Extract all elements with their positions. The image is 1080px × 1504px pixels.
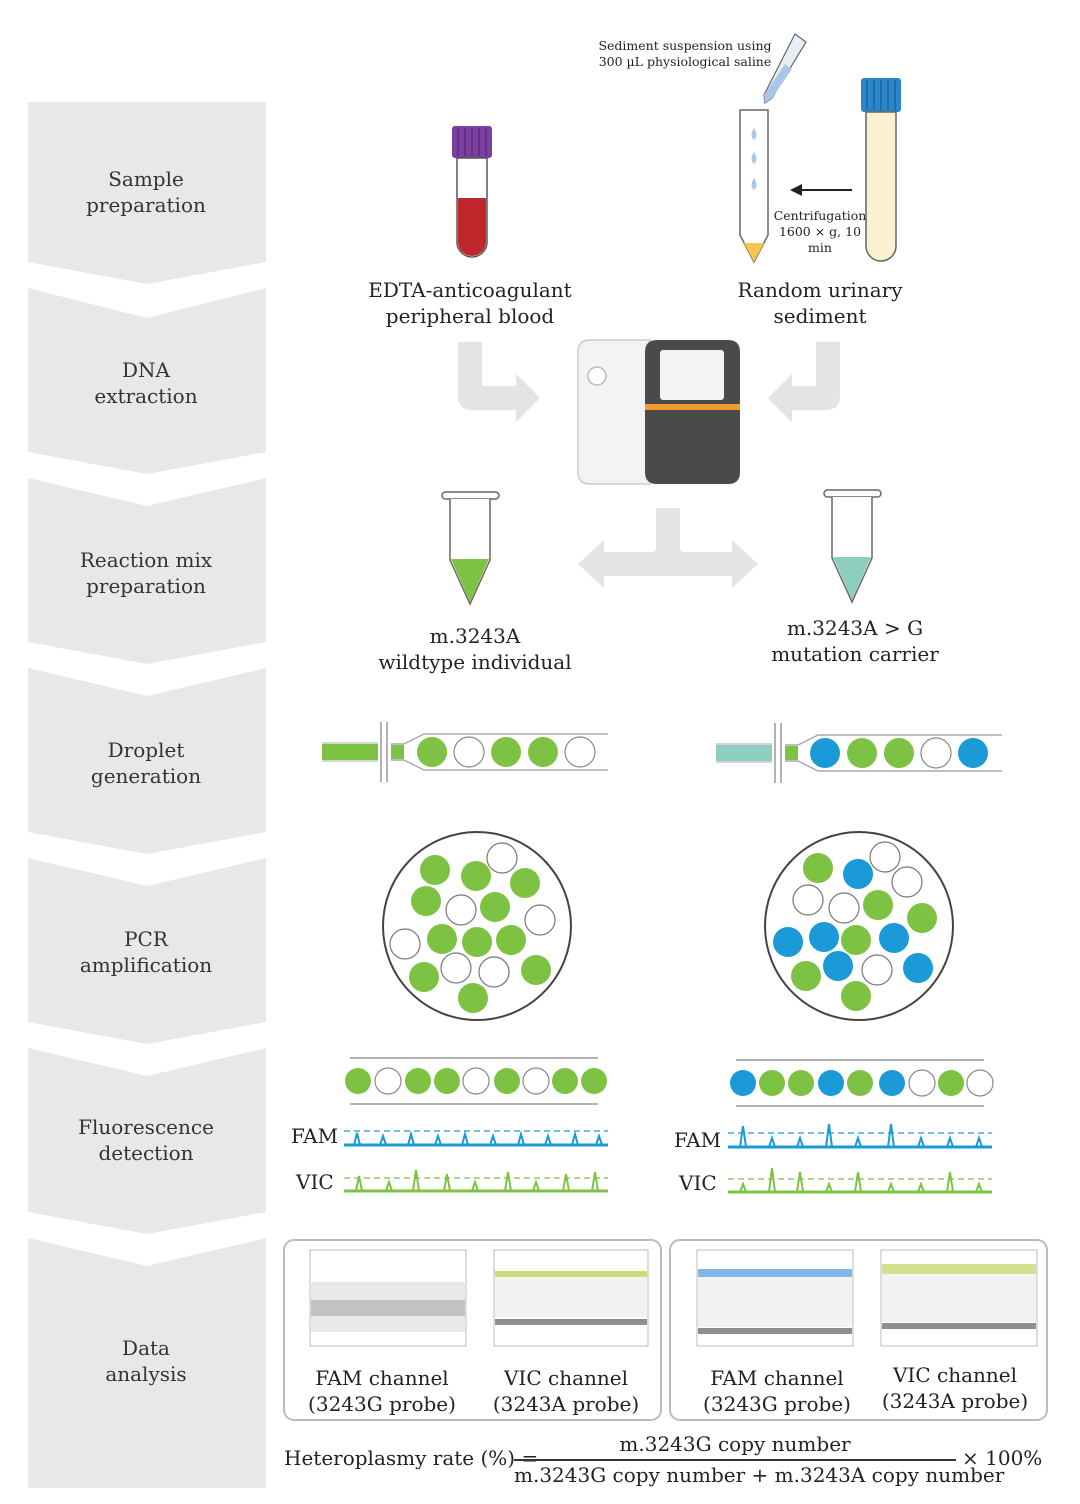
blood-tube-icon <box>452 126 492 258</box>
formula-multiplier: × 100% <box>962 1446 1043 1470</box>
fam-trace-wildtype <box>344 1130 608 1147</box>
chevron-dna-extraction <box>28 288 266 474</box>
scatter-plot-wildtype-fam <box>309 1249 467 1347</box>
pcr-well-mutant <box>764 831 954 1021</box>
ddpcr-instrument-icon <box>577 339 740 485</box>
caption-mutant-fam: FAM channel(3243G probe) <box>703 1366 851 1416</box>
pipette-icon <box>763 33 807 105</box>
detection-droplets-mutant <box>730 1059 994 1107</box>
chevron-pcr-amplification <box>28 858 266 1044</box>
formula-fraction-bar <box>514 1459 956 1461</box>
chevron-fluorescence-detection <box>28 1048 266 1234</box>
fam-label-mutant: FAM <box>674 1128 722 1152</box>
step-chevrons <box>28 102 266 1488</box>
detection-droplets-wildtype <box>345 1057 607 1105</box>
pcr-well-wildtype <box>382 831 572 1021</box>
split-arrow-icon <box>578 508 758 588</box>
scatter-plot-wildtype-vic <box>493 1249 649 1347</box>
scatter-plot-mutant-vic <box>880 1249 1038 1347</box>
wildtype-pcr-tube-icon <box>441 491 500 606</box>
caption-mutant-vic: VIC channel(3243A probe) <box>881 1363 1029 1413</box>
sediment-tube-icon <box>739 109 769 264</box>
fam-trace-mutant <box>728 1123 992 1149</box>
droplet-channel-wildtype <box>322 722 608 782</box>
vic-trace-wildtype <box>344 1169 608 1193</box>
chevron-sample-preparation <box>28 102 266 284</box>
vic-label-wildtype: VIC <box>296 1170 334 1194</box>
caption-wildtype-vic: VIC channel(3243A probe) <box>492 1366 640 1416</box>
chevron-data-analysis <box>28 1238 266 1488</box>
vic-label-mutant: VIC <box>679 1171 717 1195</box>
scatter-plot-mutant-fam <box>696 1249 854 1347</box>
urine-tube-icon <box>861 78 901 262</box>
fam-label-wildtype: FAM <box>291 1124 339 1148</box>
caption-wildtype-fam: FAM channel(3243G probe) <box>308 1366 456 1416</box>
formula-denominator: m.3243G copy number + m.3243A copy numbe… <box>514 1463 1005 1487</box>
formula-numerator: m.3243G copy number <box>619 1432 851 1456</box>
arrow-left-to-instrument-icon <box>458 342 540 422</box>
chevron-reaction-mix <box>28 478 266 664</box>
formula-lhs: Heteroplasmy rate (%) = <box>284 1446 539 1470</box>
mutant-pcr-tube-icon <box>823 489 882 604</box>
vic-trace-mutant <box>728 1167 992 1194</box>
arrow-right-to-instrument-icon <box>768 342 840 422</box>
chevron-droplet-generation <box>28 668 266 854</box>
droplet-channel-mutant <box>716 723 1002 783</box>
centrifugation-arrow-icon <box>790 184 852 196</box>
